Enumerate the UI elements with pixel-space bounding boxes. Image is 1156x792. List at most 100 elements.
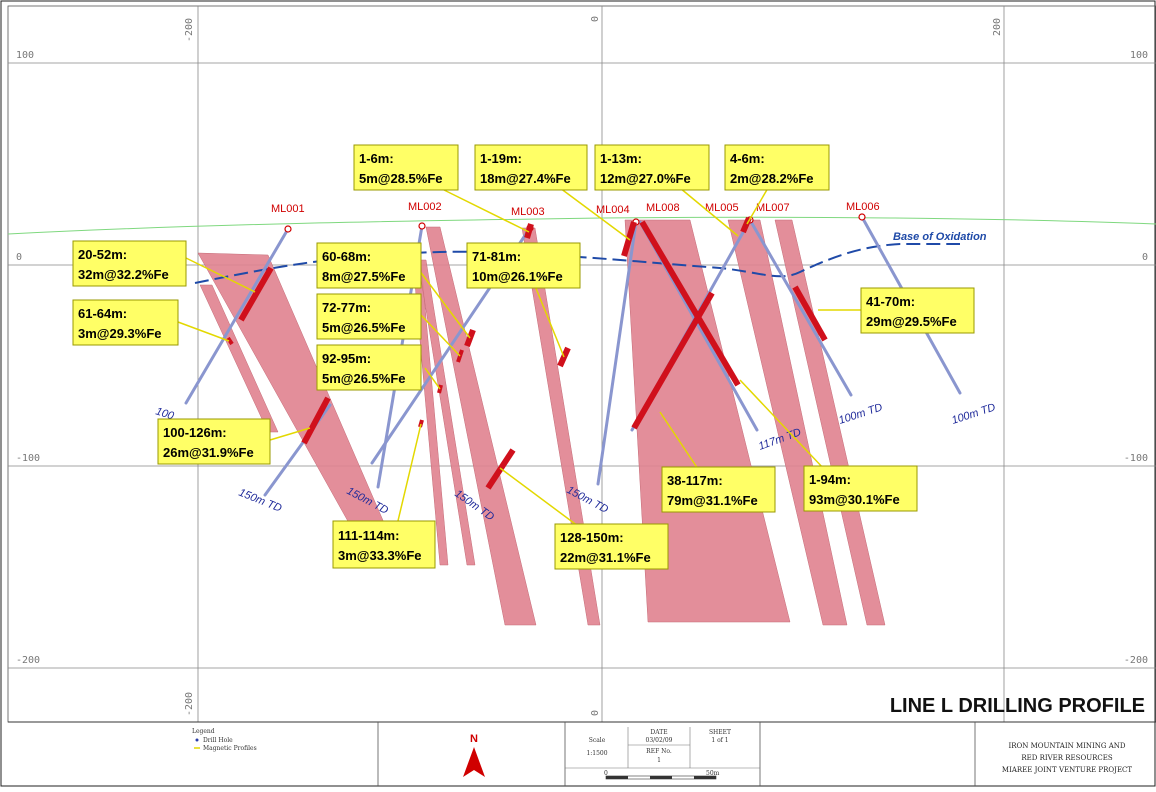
section-title: LINE L DRILLING PROFILE <box>890 695 1145 717</box>
leader-4-6 <box>746 187 769 225</box>
grid-label-top-x2: 0 <box>590 16 601 22</box>
scale-bar-seg-1 <box>606 776 628 779</box>
grid-label-bottom-x1: -200 <box>184 692 195 716</box>
callout-box <box>594 144 710 191</box>
callout-interval: 4-6m: <box>730 151 765 166</box>
north-arrow-icon <box>463 747 485 777</box>
grid-label-right-y2: 0 <box>1142 252 1148 263</box>
callout-box <box>474 144 588 191</box>
callout-grade: 18m@27.4%Fe <box>480 171 571 186</box>
grid-label-top-x3: 200 <box>992 18 1003 36</box>
north-label: N <box>470 733 478 745</box>
callout-interval: 61-64m: <box>78 306 127 321</box>
callout-box <box>72 299 179 346</box>
grid-label-right-y4: -200 <box>1124 655 1148 666</box>
drill-hole-ml001 <box>184 227 290 405</box>
sheet-value: 1 of 1 <box>711 737 728 744</box>
callout-interval: 71-81m: <box>472 249 521 264</box>
collar-ml001 <box>284 225 292 233</box>
callout-box <box>554 523 669 570</box>
callout-interval: 1-13m: <box>600 151 642 166</box>
collar-ml002 <box>418 222 426 230</box>
leader-111-114 <box>396 423 422 526</box>
hole-label-ml001: ML001 <box>271 203 305 215</box>
callout-box <box>316 293 422 340</box>
callout-box <box>332 520 436 569</box>
callout-interval: 100-126m: <box>163 425 227 440</box>
sheet-label: SHEET <box>709 729 731 736</box>
callout-grade: 12m@27.0%Fe <box>600 171 691 186</box>
callout-grade: 3m@29.3%Fe <box>78 326 162 341</box>
callout-72-77: 72-77m: 5m@26.5%Fe <box>316 293 422 340</box>
hole-labels: ML001 ML002 ML003 ML004 ML008 ML005 ML00… <box>271 201 880 218</box>
callout-interval: 1-6m: <box>359 151 394 166</box>
intercept-seg-61-64 <box>226 336 234 346</box>
callout-1-19: 1-19m: 18m@27.4%Fe <box>474 144 588 191</box>
date-value: 03/02/09 <box>646 737 673 744</box>
callout-128-150: 128-150m: 22m@31.1%Fe <box>554 523 669 570</box>
leader-61-64 <box>177 321 230 342</box>
callout-box <box>72 240 187 287</box>
hole-label-ml006: ML006 <box>846 201 880 213</box>
callout-grade: 29m@29.5%Fe <box>866 314 957 329</box>
drill-hole-ml004 <box>596 220 638 486</box>
grid-label-right-y1: 100 <box>1130 50 1148 61</box>
callout-interval: 92-95m: <box>322 351 371 366</box>
callout-grade: 2m@28.2%Fe <box>730 171 814 186</box>
callout-grade: 93m@30.1%Fe <box>809 492 900 507</box>
callout-grade: 8m@27.5%Fe <box>322 269 406 284</box>
callout-box <box>724 144 830 191</box>
grid-label-left-y1: 100 <box>16 50 34 61</box>
callout-61-64: 61-64m: 3m@29.3%Fe <box>72 299 179 346</box>
callout-interval: 1-19m: <box>480 151 522 166</box>
callout-20-52: 20-52m: 32m@32.2%Fe <box>72 240 187 287</box>
legend-item-magnetic: Magnetic Profiles <box>203 745 257 752</box>
drill-hole-ml007 <box>748 218 853 397</box>
date-label: DATE <box>650 729 667 736</box>
company-line-3: MIAREE JOINT VENTURE PROJECT <box>1002 766 1132 774</box>
hole-label-ml008: ML008 <box>646 202 680 214</box>
scale-label: Scale <box>589 737 606 744</box>
leader-38-117 <box>659 411 701 473</box>
callout-41-70: 41-70m: 29m@29.5%Fe <box>860 287 975 334</box>
grid-label-left-y4: -200 <box>16 655 40 666</box>
grid-label-right-y3: -100 <box>1124 453 1148 464</box>
callout-1-94: 1-94m: 93m@30.1%Fe <box>803 465 918 512</box>
grid-label-left-y2: 0 <box>16 252 22 263</box>
hole-label-ml004: ML004 <box>596 204 630 216</box>
company-line-1: IRON MOUNTAIN MINING AND <box>1008 742 1125 750</box>
leader-1-13 <box>679 187 739 237</box>
intercept-seg-1-6 <box>524 223 534 239</box>
callout-grade: 3m@33.3%Fe <box>338 548 422 563</box>
callout-92-95: 92-95m: 5m@26.5%Fe <box>316 344 422 391</box>
callout-grade: 26m@31.9%Fe <box>163 445 254 460</box>
leader-92-95 <box>424 367 441 390</box>
legend-title: Legend <box>192 728 215 735</box>
leader-71-81 <box>534 285 565 358</box>
company-line-2: RED RIVER RESOURCES <box>1021 754 1112 762</box>
hole-label-ml003: ML003 <box>511 206 545 218</box>
callout-box <box>466 242 581 289</box>
ore-zones <box>197 219 886 626</box>
td-label-ml001: 100 <box>154 405 176 422</box>
leader-1-19 <box>559 187 631 241</box>
callout-grade: 22m@31.1%Fe <box>560 550 651 565</box>
callout-box <box>316 242 422 289</box>
callout-grade: 5m@26.5%Fe <box>322 320 406 335</box>
hole-label-ml002: ML002 <box>408 201 442 213</box>
ref-value: 1 <box>657 757 661 764</box>
hole-label-ml007: ML007 <box>756 202 790 214</box>
callout-interval: 72-77m: <box>322 300 371 315</box>
callout-60-68: 60-68m: 8m@27.5%Fe <box>316 242 422 289</box>
base-of-oxidation-label: Base of Oxidation <box>893 231 987 243</box>
callout-box <box>803 465 918 512</box>
collar-ml006 <box>858 213 866 221</box>
scale-bar-start: 0 <box>604 770 608 777</box>
callout-71-81: 71-81m: 10m@26.1%Fe <box>466 242 581 289</box>
callout-interval: 38-117m: <box>667 473 723 488</box>
callout-box <box>157 418 271 465</box>
ore-zone-2 <box>199 284 279 433</box>
callout-1-13: 1-13m: 12m@27.0%Fe <box>594 144 710 191</box>
